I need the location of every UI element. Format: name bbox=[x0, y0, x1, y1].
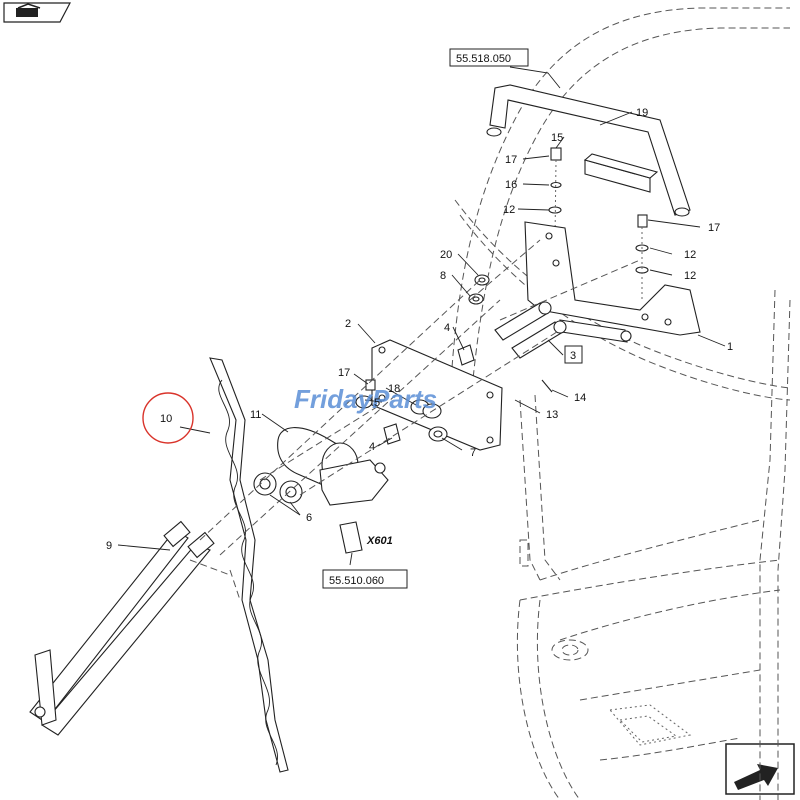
callout-20: 20 bbox=[440, 249, 452, 261]
part-20-washer bbox=[474, 274, 490, 286]
ref-text-bottom: 55.510.060 bbox=[329, 575, 384, 587]
callout-12-a: 12 bbox=[503, 204, 515, 216]
watermark-text: FridayParts bbox=[294, 384, 437, 414]
callout-2: 2 bbox=[345, 318, 351, 330]
ref-box-top[interactable]: 55.518.050 bbox=[449, 48, 529, 67]
arrow-icon bbox=[734, 764, 778, 790]
callout-4-lower: 4 bbox=[369, 441, 375, 453]
part-7-spacer bbox=[428, 426, 448, 442]
part-10-wiper-blade bbox=[209, 357, 289, 773]
part-6-grommets bbox=[253, 472, 303, 504]
part-14-screw bbox=[541, 379, 553, 393]
callout-19: 19 bbox=[636, 107, 648, 119]
part-11-wiper-motor bbox=[277, 427, 389, 554]
callout-5: 5 bbox=[374, 397, 380, 409]
book-tab[interactable] bbox=[3, 2, 71, 23]
callout-15: 15 bbox=[551, 132, 563, 144]
part-19-handle-bracket bbox=[486, 84, 691, 217]
callout-1: 1 bbox=[727, 341, 733, 353]
callout-17-a: 17 bbox=[505, 154, 517, 166]
callout-7: 7 bbox=[470, 447, 476, 459]
highlight-circle bbox=[142, 392, 194, 444]
callout-10: 10 bbox=[160, 413, 172, 425]
callout-17-b: 17 bbox=[708, 222, 720, 234]
connector-label: X601 bbox=[366, 535, 393, 547]
part-3-linkage bbox=[494, 301, 632, 359]
part-1-mounting-bracket bbox=[524, 221, 701, 336]
assembly-lines bbox=[189, 239, 641, 601]
callout-3: 3 bbox=[570, 350, 576, 362]
callout-17-c: 17 bbox=[338, 367, 350, 379]
callout-12-c: 12 bbox=[684, 270, 696, 282]
ref-box-bottom[interactable]: 55.510.060 bbox=[322, 569, 408, 589]
callout-9: 9 bbox=[106, 540, 112, 552]
book-icon bbox=[16, 3, 41, 17]
callout-14: 14 bbox=[574, 392, 586, 404]
part-17-bolt bbox=[365, 379, 376, 391]
callout-8: 8 bbox=[440, 270, 446, 282]
ref-text-top: 55.518.050 bbox=[456, 53, 511, 65]
part-15-block bbox=[583, 153, 659, 193]
callout-6: 6 bbox=[306, 512, 312, 524]
callout-12-b: 12 bbox=[684, 249, 696, 261]
part-5-washer bbox=[355, 395, 373, 409]
cab-frame-outline bbox=[449, 7, 791, 800]
callout-16: 16 bbox=[505, 179, 517, 191]
callout-11: 11 bbox=[250, 409, 261, 421]
callout-3-box: 3 bbox=[564, 345, 583, 364]
hardware-stack-right bbox=[635, 214, 649, 300]
part-4-clip-upper bbox=[457, 344, 475, 366]
part-9-wiper-arm bbox=[29, 520, 215, 736]
leader-lines bbox=[117, 66, 726, 566]
callout-13: 13 bbox=[546, 409, 558, 421]
callout-4-upper: 4 bbox=[444, 322, 450, 334]
callout-18: 18 bbox=[388, 383, 400, 395]
part-2-motor-plate bbox=[371, 339, 503, 451]
part-8-nut bbox=[468, 293, 484, 305]
